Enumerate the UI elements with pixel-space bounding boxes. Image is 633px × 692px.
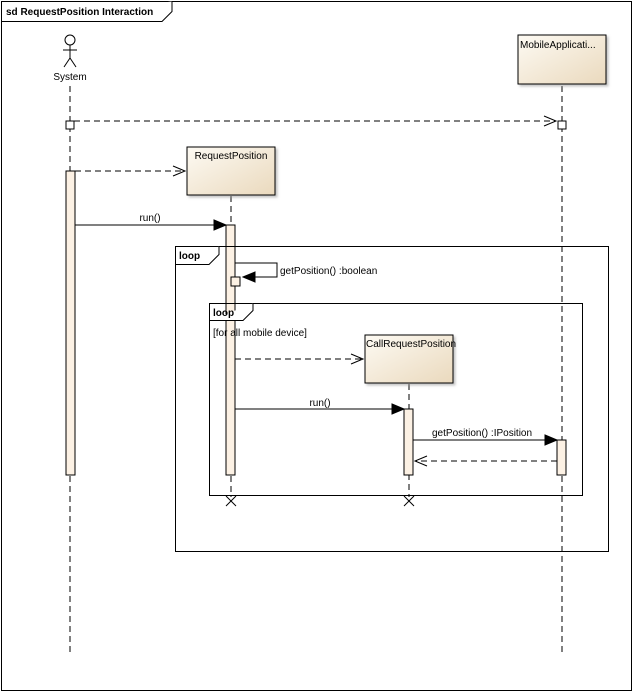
inner-loop-guard: [for all mobile device] bbox=[213, 328, 307, 339]
message-run-2: run() bbox=[235, 398, 406, 415]
lifeline-head-request-position[interactable]: RequestPosition bbox=[186, 146, 276, 196]
fragment-outer-loop: loop bbox=[175, 246, 609, 552]
destroy-request-position-icon bbox=[225, 495, 237, 507]
lifeline-call-request-position-label: CallRequestPosition bbox=[366, 339, 456, 350]
create-message-request-position bbox=[75, 165, 187, 177]
return-message-iposition bbox=[413, 455, 557, 467]
activation-call-request-position bbox=[403, 408, 414, 476]
lifeline-mobile-label: MobileApplicati... bbox=[520, 40, 596, 51]
frame-title: sd RequestPosition Interaction bbox=[6, 7, 153, 18]
message-run-2-label: run() bbox=[309, 398, 330, 409]
message-get-position-iposition-label: getPosition() :IPosition bbox=[432, 428, 532, 439]
create-message-call-request-position bbox=[235, 353, 365, 365]
message-run-1: run() bbox=[75, 213, 228, 231]
gate-mobile bbox=[557, 120, 567, 130]
message-get-position-boolean-label: getPosition() :boolean bbox=[280, 266, 377, 277]
activation-system bbox=[65, 170, 76, 476]
lifeline-head-mobile[interactable]: MobileApplicati... bbox=[517, 34, 607, 85]
lifeline-head-call-request-position[interactable]: CallRequestPosition bbox=[364, 334, 456, 384]
actor-system[interactable]: System bbox=[53, 34, 87, 83]
create-message-mobile bbox=[74, 115, 558, 127]
message-get-position-boolean: getPosition() :boolean bbox=[235, 262, 377, 283]
gate-system bbox=[65, 120, 75, 130]
fragment-inner-loop: loop [for all mobile device] bbox=[209, 303, 583, 496]
message-run-1-label: run() bbox=[139, 213, 160, 224]
message-get-position-iposition: getPosition() :IPosition bbox=[413, 428, 559, 446]
destroy-call-request-position-icon bbox=[403, 495, 415, 507]
inner-loop-operator: loop bbox=[213, 308, 234, 319]
outer-loop-operator: loop bbox=[179, 251, 200, 262]
activation-mobile bbox=[556, 439, 567, 476]
activation-request-position bbox=[225, 224, 236, 476]
lifeline-request-position-label: RequestPosition bbox=[195, 151, 268, 162]
actor-system-label: System bbox=[53, 72, 86, 83]
activation-self-call bbox=[230, 276, 241, 287]
